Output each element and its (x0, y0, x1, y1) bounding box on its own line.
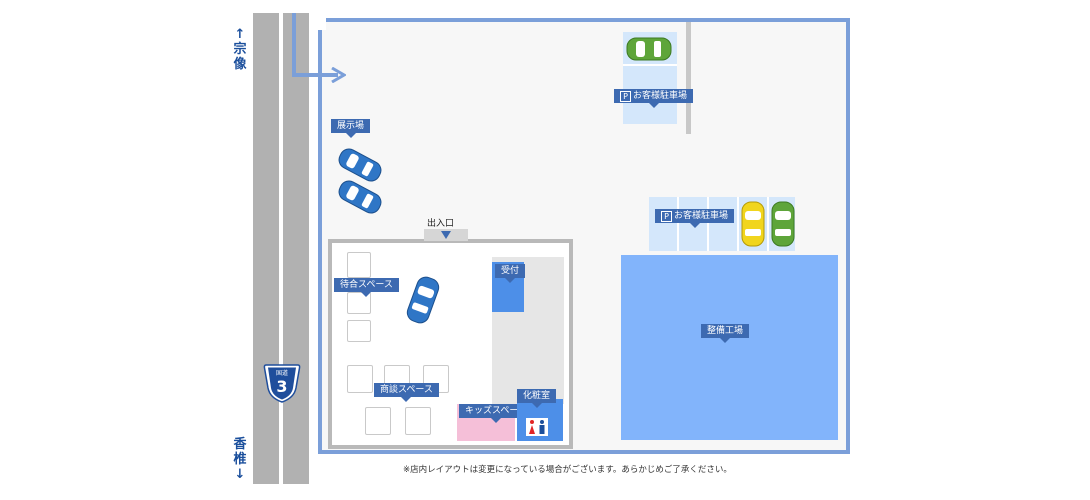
kids-space-label: キッズスペース (459, 404, 533, 423)
parking-stall-divider (707, 197, 709, 251)
exhibition-label: 展示場 (331, 119, 371, 138)
entry-arrow-icon (331, 67, 346, 83)
entry-flow-line-horizontal (292, 73, 338, 77)
consultation-table (347, 365, 373, 393)
parking-divider-wall (686, 22, 691, 134)
right-parking-stalls (649, 197, 795, 251)
consultation-table (405, 407, 431, 435)
route-sign-number: 3 (276, 377, 287, 396)
car-blue-icon (338, 180, 382, 214)
road-center-line (279, 13, 283, 484)
car-green-icon (771, 201, 795, 247)
car-blue-icon (338, 148, 382, 182)
waiting-seat (347, 292, 371, 314)
workshop-area (621, 255, 838, 440)
north-direction-label: ↑ 宗 像 (233, 27, 247, 72)
entrance-arrow-icon (441, 231, 451, 239)
reception-label: 受付 (495, 264, 526, 283)
entry-flow-line-vertical (292, 13, 296, 76)
parking-stall-divider (737, 197, 739, 251)
consultation-table (365, 407, 391, 435)
car-blue-icon (406, 276, 440, 324)
parking-stall-divider (677, 197, 679, 251)
waiting-seat (347, 252, 371, 278)
waiting-seat (347, 320, 371, 342)
parking-icon: P (620, 91, 631, 102)
waiting-space-label: 待合スペース (334, 278, 399, 297)
route-sign-icon: 国道 3 (263, 364, 301, 403)
car-green-icon (626, 37, 672, 61)
south-direction-label: 香 椎 ↓ (233, 437, 247, 482)
up-arrow-icon: ↑ (234, 27, 246, 42)
entrance-label: 出入口 (427, 219, 455, 229)
route-sign-caption: 国道 (276, 369, 288, 377)
parking-stall-divider (767, 197, 769, 251)
restroom-icon (526, 418, 548, 436)
consultation-space-label: 商談スペース (374, 383, 439, 402)
workshop-label: 整備工場 (701, 324, 750, 343)
layout-disclaimer-note: ※店内レイアウトは変更になっている場合がございます。あらかじめご了承ください。 (403, 465, 732, 475)
car-yellow-icon (741, 201, 765, 247)
lot-corner-gap (318, 18, 326, 30)
parking-icon: P (661, 211, 672, 222)
parking-stall-divider (623, 64, 677, 66)
down-arrow-icon: ↓ (234, 467, 246, 482)
restroom-label: 化粧室 (517, 389, 557, 408)
